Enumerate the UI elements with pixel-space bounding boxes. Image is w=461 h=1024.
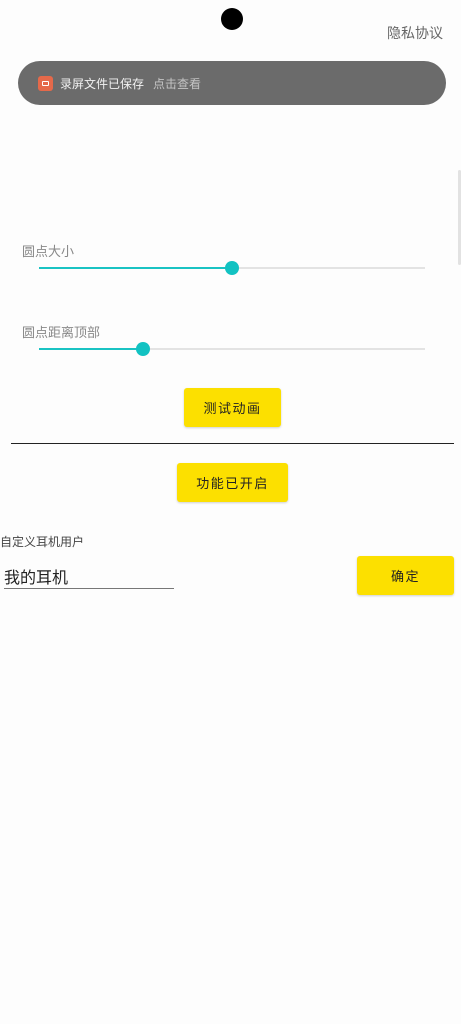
slider-thumb[interactable]: [225, 261, 239, 275]
feature-toggle-button[interactable]: 功能已开启: [177, 463, 288, 502]
toast-view-action[interactable]: 点击查看: [153, 76, 202, 91]
privacy-policy-link[interactable]: 隐私协议: [387, 26, 443, 42]
earphone-name-input[interactable]: [4, 563, 174, 589]
dot-distance-slider[interactable]: [39, 341, 425, 357]
camera-cutout: [221, 8, 243, 30]
custom-earphone-label: 自定义耳机用户: [0, 535, 85, 549]
slider-track: [39, 348, 425, 350]
scroll-indicator: [458, 170, 461, 265]
slider-thumb[interactable]: [136, 342, 151, 356]
dot-size-label: 圆点大小: [22, 245, 75, 260]
slider-fill: [39, 267, 232, 269]
confirm-button[interactable]: 确定: [357, 556, 454, 595]
slider-fill: [39, 348, 144, 350]
dot-distance-label: 圆点距离顶部: [22, 326, 101, 341]
dot-size-slider[interactable]: [39, 260, 425, 276]
test-animation-button[interactable]: 测试动画: [184, 388, 281, 427]
screen-record-icon: [38, 75, 53, 91]
toast-message: 录屏文件已保存: [60, 76, 145, 91]
screen-record-toast[interactable]: 录屏文件已保存 点击查看: [18, 61, 446, 105]
section-divider: [11, 443, 454, 444]
